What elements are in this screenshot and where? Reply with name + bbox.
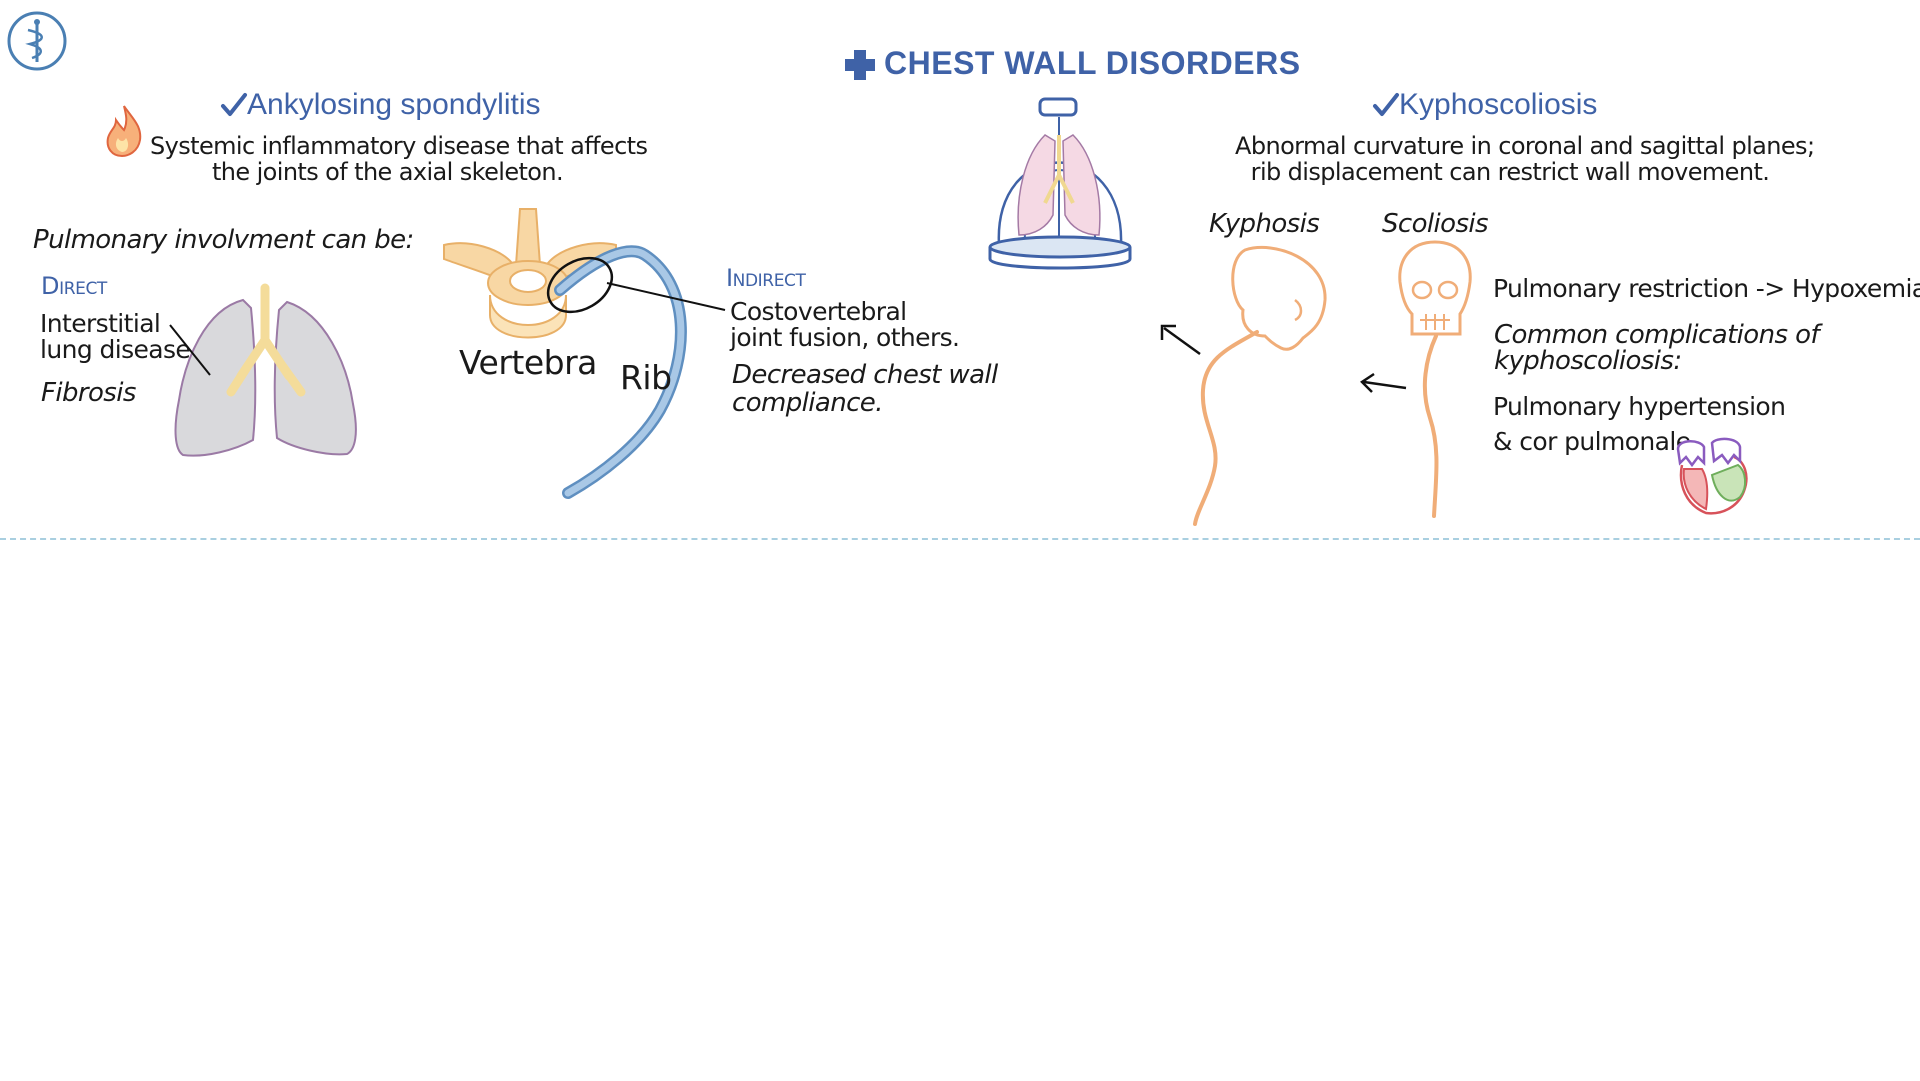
hypertension-line2: & cor pulmonale. <box>1493 427 1698 456</box>
hypertension-line1: Pulmonary hypertension <box>1493 392 1786 421</box>
indirect-item-2: joint fusion, others. <box>730 323 960 352</box>
section-divider <box>0 538 1920 540</box>
lungs-icon <box>174 283 357 457</box>
ankylosing-heading: Ankylosing spondylitis <box>247 88 541 121</box>
callout-line <box>606 282 726 311</box>
vertebra-label: Vertebra <box>459 343 597 382</box>
indirect-item-3: Decreased chest wall <box>732 360 998 390</box>
arrow-icon <box>1160 324 1201 356</box>
cage-icon <box>988 97 1132 270</box>
ankylosing-desc-line2: the joints of the axial skeleton. <box>211 158 564 186</box>
plus-icon <box>845 50 875 80</box>
kyphoscoliosis-desc-line1: Abnormal curvature in coronal and sagitt… <box>1235 132 1815 160</box>
indirect-item-4: compliance. <box>732 388 883 418</box>
heart-icon <box>1676 437 1748 515</box>
kyphoscoliosis-heading: Kyphoscoliosis <box>1399 88 1598 121</box>
kyphosis-figure-icon <box>1193 245 1327 526</box>
rib-label: Rib <box>620 358 672 397</box>
scoliosis-figure-icon <box>1398 240 1472 518</box>
pointer-line <box>169 324 211 376</box>
direct-item-2: lung disease <box>40 335 191 364</box>
flame-icon <box>106 105 142 158</box>
page-title: CHEST WALL DISORDERS <box>884 45 1301 81</box>
scoliosis-label: Scoliosis <box>1382 209 1489 239</box>
indirect-label: Indirect <box>726 264 806 292</box>
pulmonary-involvement-label: Pulmonary involvment can be: <box>33 225 414 255</box>
direct-item-1: Interstitial <box>40 309 161 338</box>
rib-icon <box>546 245 687 499</box>
check-icon <box>221 93 247 116</box>
restriction-text: Pulmonary restriction -> Hypoxemia. <box>1493 274 1920 303</box>
caduceus-icon <box>7 11 67 71</box>
kyphoscoliosis-desc-line2: rib displacement can restrict wall movem… <box>1250 158 1770 186</box>
kyphosis-label: Kyphosis <box>1209 209 1320 239</box>
complications-line1: Common complications of <box>1494 320 1820 350</box>
direct-item-3: Fibrosis <box>41 378 136 408</box>
direct-label: Direct <box>41 272 107 300</box>
complications-line2: kyphoscoliosis: <box>1494 346 1682 376</box>
check-icon <box>1373 93 1399 116</box>
indirect-item-1: Costovertebral <box>730 297 907 326</box>
ankylosing-desc-line1: Systemic inflammatory disease that affec… <box>150 132 648 160</box>
arrow-icon <box>1360 372 1407 393</box>
